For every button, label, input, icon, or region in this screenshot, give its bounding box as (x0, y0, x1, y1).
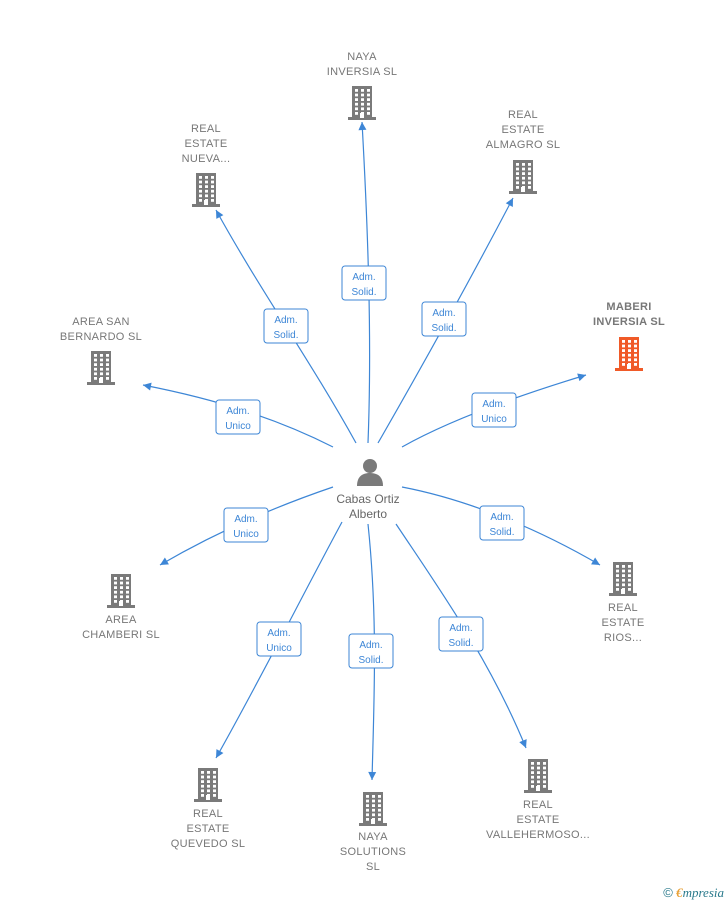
building-icon (107, 574, 135, 608)
company-name-line: AREA (105, 614, 137, 626)
role-badge-line: Adm. (226, 406, 249, 417)
company-name[interactable]: AREA SAN BERNARDO SL (60, 315, 142, 345)
arrowhead-real-estate-vallehermoso (519, 739, 527, 748)
role-badge-line: Adm. (274, 315, 297, 326)
role-badge-line: Unico (233, 529, 259, 540)
role-badge-area-chamberi[interactable]: Adm. Unico (223, 507, 269, 543)
building-icon (87, 351, 115, 385)
building-icon (194, 768, 222, 802)
arrowhead-real-estate-quevedo (216, 749, 224, 758)
role-badge-maberi-inversia[interactable]: Adm. Unico (471, 392, 517, 428)
role-badge-line: Adm. (267, 628, 290, 639)
role-badge-line: Unico (266, 643, 292, 654)
role-badge-real-estate-vallehermoso[interactable]: Adm. Solid. (438, 616, 484, 652)
role-badge-line: Solid. (489, 527, 514, 538)
company-name[interactable]: REAL ESTATE NUEVA... (182, 122, 231, 167)
company-name-line: REAL (523, 799, 553, 811)
role-badge-line: Adm. (359, 640, 382, 651)
company-name-line: NAYA (358, 831, 388, 843)
company-name[interactable]: REAL ESTATE RIOS... (602, 601, 645, 646)
company-name-line: REAL (608, 602, 638, 614)
building-icon (192, 173, 220, 207)
role-badge-naya-inversia[interactable]: Adm. Solid. (341, 265, 387, 301)
building-icon (348, 86, 376, 120)
role-badge-line: Solid. (431, 323, 456, 334)
company-name-line: AREA SAN (72, 316, 130, 328)
company-name-line: ESTATE (501, 124, 545, 136)
building-icon (615, 337, 643, 371)
company-name-line: SOLUTIONS (339, 846, 407, 858)
role-badge-line: Adm. (490, 512, 513, 523)
company-name-line: ESTATE (516, 814, 560, 826)
company-name-line: NAYA (347, 51, 377, 63)
company-name-line: RIOS... (603, 632, 643, 644)
company-name[interactable]: AREA CHAMBERI SL (82, 613, 160, 643)
arrowhead-area-san-bernardo (143, 382, 152, 391)
company-name-line: REAL (191, 123, 221, 135)
company-name-line: VALLEHERMOSO... (486, 829, 590, 841)
role-badge-line: Adm. (449, 623, 472, 634)
company-name[interactable]: REAL ESTATE ALMAGRO SL (486, 108, 561, 153)
arrowhead-naya-inversia (358, 122, 367, 131)
building-icon (509, 160, 537, 194)
arrowhead-real-estate-almagro (505, 198, 513, 207)
arrowhead-real-estate-rios (591, 557, 600, 565)
role-badge-line: Adm. (234, 514, 257, 525)
role-badge-line: Solid. (448, 638, 473, 649)
company-name[interactable]: REAL ESTATE QUEVEDO SL (171, 807, 246, 852)
role-badge-naya-solutions[interactable]: Adm. Solid. (348, 633, 394, 669)
building-icon (524, 759, 552, 793)
center-person-name: Cabas Ortiz Alberto (336, 492, 400, 521)
copyright-icon: © (663, 885, 673, 900)
role-badge-line: Unico (481, 414, 507, 425)
role-badge-real-estate-quevedo[interactable]: Adm. Unico (256, 621, 302, 657)
company-name-line: SL (365, 861, 381, 873)
company-name-line: ALMAGRO SL (485, 139, 561, 151)
company-name-line: ESTATE (184, 138, 228, 150)
company-name[interactable]: MABERI INVERSIA SL (593, 300, 665, 330)
company-name-line: INVERSIA SL (326, 66, 398, 78)
company-name-line: BERNARDO SL (59, 331, 143, 343)
role-badge-real-estate-almagro[interactable]: Adm. Solid. (421, 301, 467, 337)
company-name[interactable]: REAL ESTATE VALLEHERMOSO... (486, 798, 590, 843)
role-badge-line: Adm. (432, 308, 455, 319)
company-name-line: ESTATE (186, 823, 230, 835)
brand-name: mpresia (682, 885, 724, 900)
company-name[interactable]: NAYA INVERSIA SL (327, 50, 398, 80)
company-name-line: MABERI (606, 301, 652, 313)
company-name-line: QUEVEDO SL (170, 838, 246, 850)
role-badge-line: Solid. (358, 655, 383, 666)
brand-logo-initial: € (676, 885, 683, 900)
company-name[interactable]: NAYA SOLUTIONS SL (340, 830, 406, 875)
building-icon (609, 562, 637, 596)
company-name-line: ESTATE (601, 617, 645, 629)
role-badge-line: Unico (225, 421, 251, 432)
company-name-line: REAL (193, 808, 223, 820)
company-name-line: INVERSIA SL (593, 316, 665, 328)
arrowhead-area-chamberi (160, 557, 169, 565)
role-badge-area-san-bernardo[interactable]: Adm. Unico (215, 399, 261, 435)
company-name-line: CHAMBERI SL (82, 629, 160, 641)
building-icon (359, 792, 387, 826)
role-badge-line: Adm. (352, 272, 375, 283)
arrowhead-real-estate-nueva (216, 210, 224, 219)
role-badge-real-estate-rios[interactable]: Adm. Solid. (479, 505, 525, 541)
role-badge-line: Solid. (273, 330, 298, 341)
company-name-line: NUEVA... (181, 153, 231, 165)
person-icon (357, 459, 383, 486)
footer-brand[interactable]: © €mpresia (663, 885, 724, 901)
role-badge-line: Adm. (482, 399, 505, 410)
arrowhead-maberi-inversia (577, 373, 586, 382)
company-name-line: REAL (508, 109, 538, 121)
role-badge-real-estate-nueva[interactable]: Adm. Solid. (263, 308, 309, 344)
arrowhead-naya-solutions (368, 771, 377, 780)
role-badge-line: Solid. (351, 287, 376, 298)
